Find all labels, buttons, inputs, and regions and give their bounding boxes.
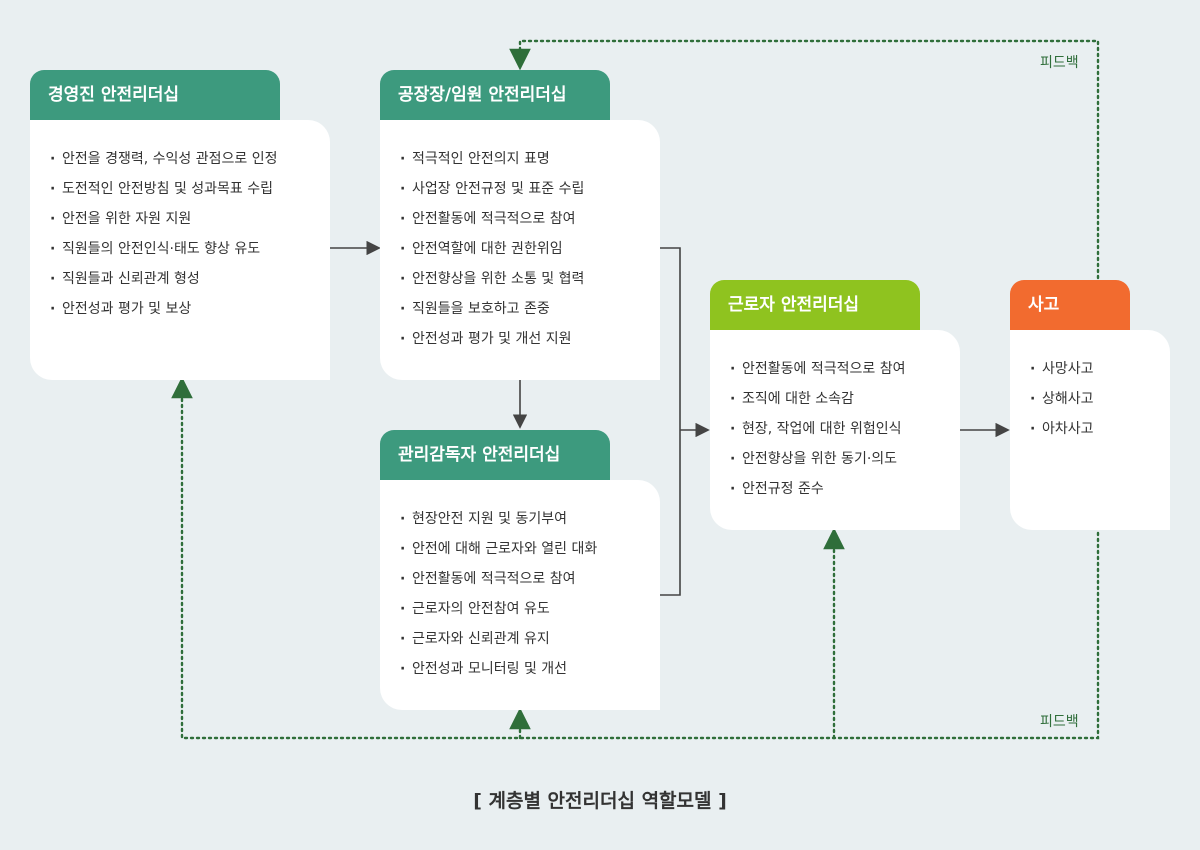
feedback-label-top: 피드백	[1040, 55, 1079, 71]
list-item: 안전역할에 대한 권한위임	[400, 238, 660, 268]
list-item: 상해사고	[1030, 388, 1170, 418]
list-item: 도전적인 안전방침 및 성과목표 수립	[50, 178, 330, 208]
supervisor-body: 현장안전 지원 및 동기부여 안전에 대해 근로자와 열린 대화 안전활동에 적…	[380, 480, 660, 710]
list-item: 안전성과 평가 및 개선 지원	[400, 328, 660, 358]
list-item: 안전을 위한 자원 지원	[50, 208, 330, 238]
list-item: 안전성과 평가 및 보상	[50, 298, 330, 328]
executive-box: 경영진 안전리더십 안전을 경쟁력, 수익성 관점으로 인정 도전적인 안전방침…	[30, 70, 330, 380]
factory-box: 공장장/임원 안전리더십 적극적인 안전의지 표명 사업장 안전규정 및 표준 …	[380, 70, 660, 380]
feedback-top-line	[509, 39, 1100, 280]
list-item: 안전을 경쟁력, 수익성 관점으로 인정	[50, 148, 330, 178]
supervisor-box: 관리감독자 안전리더십 현장안전 지원 및 동기부여 안전에 대해 근로자와 열…	[380, 430, 660, 710]
list-item: 근로자와 신뢰관계 유지	[400, 628, 660, 658]
worker-body: 안전활동에 적극적으로 참여 조직에 대한 소속감 현장, 작업에 대한 위험인…	[710, 330, 960, 530]
list-item: 직원들의 안전인식·태도 향상 유도	[50, 238, 330, 268]
worker-title: 근로자 안전리더십	[710, 280, 920, 330]
accident-body: 사망사고 상해사고 아차사고	[1010, 330, 1170, 530]
list-item: 직원들을 보호하고 존중	[400, 298, 660, 328]
executive-body: 안전을 경쟁력, 수익성 관점으로 인정 도전적인 안전방침 및 성과목표 수립…	[30, 120, 330, 380]
factory-body: 적극적인 안전의지 표명 사업장 안전규정 및 표준 수립 안전활동에 적극적으…	[380, 120, 660, 380]
list-item: 안전향상을 위한 동기·의도	[730, 448, 960, 478]
supervisor-title: 관리감독자 안전리더십	[380, 430, 610, 480]
list-item: 안전활동에 적극적으로 참여	[400, 208, 660, 238]
list-item: 사업장 안전규정 및 표준 수립	[400, 178, 660, 208]
list-item: 현장, 작업에 대한 위험인식	[730, 418, 960, 448]
supervisor-list: 현장안전 지원 및 동기부여 안전에 대해 근로자와 열린 대화 안전활동에 적…	[380, 480, 660, 688]
executive-list: 안전을 경쟁력, 수익성 관점으로 인정 도전적인 안전방침 및 성과목표 수립…	[30, 120, 330, 328]
worker-list: 안전활동에 적극적으로 참여 조직에 대한 소속감 현장, 작업에 대한 위험인…	[710, 330, 960, 508]
feedback-label-bottom: 피드백	[1040, 714, 1079, 730]
list-item: 사망사고	[1030, 358, 1170, 388]
accident-box: 사고 사망사고 상해사고 아차사고	[1010, 280, 1170, 530]
factory-list: 적극적인 안전의지 표명 사업장 안전규정 및 표준 수립 안전활동에 적극적으…	[380, 120, 660, 358]
factory-title: 공장장/임원 안전리더십	[380, 70, 610, 120]
list-item: 안전향상을 위한 소통 및 협력	[400, 268, 660, 298]
list-item: 안전에 대해 근로자와 열린 대화	[400, 538, 660, 568]
list-item: 적극적인 안전의지 표명	[400, 148, 660, 178]
list-item: 조직에 대한 소속감	[730, 388, 960, 418]
executive-title: 경영진 안전리더십	[30, 70, 280, 120]
bracket-factory-supervisor	[660, 247, 681, 596]
feedback-bottom-line	[171, 376, 1100, 740]
list-item: 직원들과 신뢰관계 형성	[50, 268, 330, 298]
list-item: 안전규정 준수	[730, 478, 960, 508]
diagram-caption: [ 계층별 안전리더십 역할모델 ]	[473, 790, 727, 812]
list-item: 아차사고	[1030, 418, 1170, 448]
list-item: 현장안전 지원 및 동기부여	[400, 508, 660, 538]
list-item: 안전활동에 적극적으로 참여	[730, 358, 960, 388]
list-item: 안전활동에 적극적으로 참여	[400, 568, 660, 598]
worker-box: 근로자 안전리더십 안전활동에 적극적으로 참여 조직에 대한 소속감 현장, …	[710, 280, 960, 530]
accident-list: 사망사고 상해사고 아차사고	[1010, 330, 1170, 448]
list-item: 안전성과 모니터링 및 개선	[400, 658, 660, 688]
list-item: 근로자의 안전참여 유도	[400, 598, 660, 628]
accident-title: 사고	[1010, 280, 1130, 330]
